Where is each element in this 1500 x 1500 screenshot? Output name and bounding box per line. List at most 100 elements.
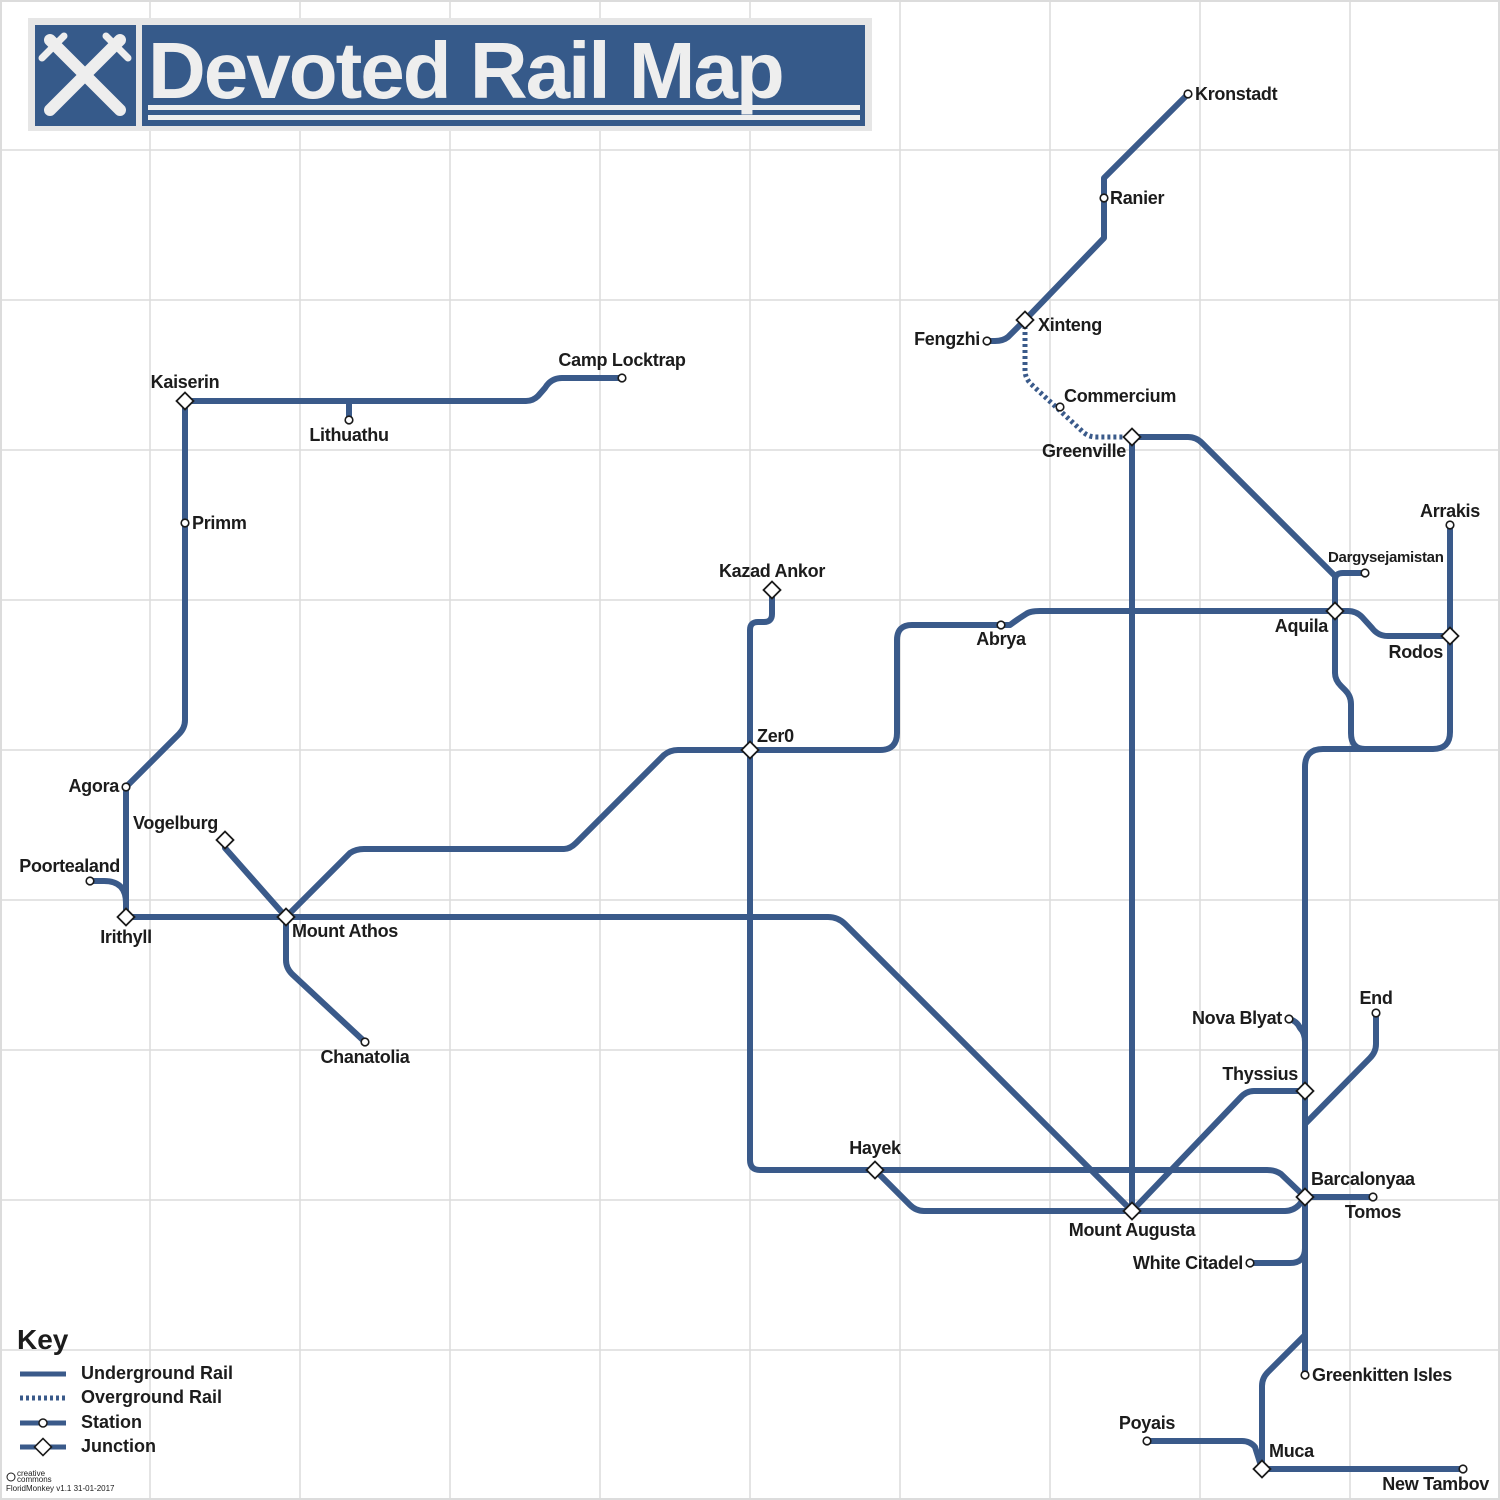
- station-poyais-marker[interactable]: [1142, 1436, 1152, 1446]
- track-xinteng-fengzhi: [984, 317, 1028, 344]
- station-label: Fengzhi: [914, 329, 980, 349]
- track-mount-athos-mount-augusta: [283, 914, 1135, 1214]
- track-kronstadt-xinteng: [1022, 91, 1191, 323]
- track-hayek-barcalonyaa-north: [872, 1167, 1308, 1200]
- station-label: Vogelburg: [133, 813, 218, 833]
- station-fengzhi-marker[interactable]: [982, 336, 992, 346]
- station-ranier-marker[interactable]: [1099, 193, 1109, 203]
- track-poyais-muca: [1144, 1438, 1265, 1472]
- legend-label: Junction: [81, 1436, 156, 1456]
- junction-barcalonyaa-marker[interactable]: [1295, 1187, 1315, 1207]
- station-label: Commercium: [1064, 386, 1176, 406]
- station-label: Tomos: [1345, 1202, 1401, 1222]
- station-kronstadt-marker[interactable]: [1183, 89, 1193, 99]
- junctions: [116, 310, 1460, 1479]
- station-label: Agora: [68, 776, 120, 796]
- junction-mount-athos-marker[interactable]: [276, 907, 296, 927]
- station-agora-marker[interactable]: [121, 782, 131, 792]
- station-new-tambov-marker[interactable]: [1458, 1464, 1468, 1474]
- station-lithuathu-marker[interactable]: [344, 415, 354, 425]
- track-aquila-branch: [1332, 608, 1368, 752]
- station-chanatolia-marker[interactable]: [360, 1037, 370, 1047]
- legend-label: Overground Rail: [81, 1387, 222, 1407]
- title-banner: Devoted Rail Map: [28, 18, 872, 131]
- junction-thyssius-marker[interactable]: [1295, 1081, 1315, 1101]
- station-primm-marker[interactable]: [180, 518, 190, 528]
- station-label: Arrakis: [1420, 501, 1480, 521]
- junction-xinteng-marker[interactable]: [1015, 310, 1035, 330]
- station-label: Muca: [1269, 1441, 1315, 1461]
- station-label: Greenkitten Isles: [1312, 1365, 1452, 1385]
- author-credit: FloridMonkey v1.1 31-01-2017: [6, 1484, 115, 1493]
- station-labels: Kronstadt Ranier Xinteng Fengzhi Commerc…: [19, 84, 1489, 1494]
- credit-block: creative commons FloridMonkey v1.1 31-01…: [6, 1469, 115, 1493]
- map-legend: Key Underground Rail Overground Rail Sta…: [17, 1324, 233, 1457]
- station-label: White Citadel: [1133, 1253, 1243, 1273]
- station-label: Poortealand: [19, 856, 120, 876]
- station-poortealand-marker[interactable]: [85, 876, 95, 886]
- station-label: Thyssius: [1222, 1064, 1298, 1084]
- station-arrakis-marker[interactable]: [1445, 520, 1455, 530]
- station-label: Irithyll: [100, 927, 152, 947]
- creative-commons-icon: [6, 1472, 16, 1482]
- station-tomos-marker[interactable]: [1368, 1192, 1378, 1202]
- track-kazad-ankor-hayek: [747, 587, 878, 1173]
- station-label: Mount Athos: [292, 921, 398, 941]
- track-augusta-thyssius: [1129, 1088, 1308, 1214]
- station-label: Ranier: [1110, 188, 1165, 208]
- station-label: Rodos: [1389, 642, 1444, 662]
- junction-aquila-marker[interactable]: [1325, 601, 1345, 621]
- station-label: Poyais: [1119, 1413, 1176, 1433]
- station-label: Hayek: [849, 1138, 902, 1158]
- legend-label: Station: [81, 1412, 142, 1432]
- junction-irithyll-marker[interactable]: [116, 907, 136, 927]
- station-greenkitten-isles-marker[interactable]: [1300, 1370, 1310, 1380]
- station-white-citadel-marker[interactable]: [1245, 1258, 1255, 1268]
- station-label: Kaiserin: [151, 372, 220, 392]
- station-label: Kronstadt: [1195, 84, 1278, 104]
- station-label: Lithuathu: [309, 425, 388, 445]
- stations: [85, 89, 1468, 1474]
- station-label: Barcalonyaa: [1311, 1169, 1416, 1189]
- track-vogelburg-mount-athos: [222, 837, 289, 920]
- junction-muca-marker[interactable]: [1252, 1459, 1272, 1479]
- junction-zer0-marker[interactable]: [740, 740, 760, 760]
- underground-tracks: [87, 91, 1466, 1472]
- station-commercium-marker[interactable]: [1055, 402, 1065, 412]
- station-label: Mount Augusta: [1069, 1220, 1197, 1240]
- junction-vogelburg-marker[interactable]: [215, 830, 235, 850]
- station-camp-locktrap-marker[interactable]: [617, 373, 627, 383]
- legend-title: Key: [17, 1324, 69, 1355]
- track-greenville-aquila: [1129, 434, 1338, 614]
- station-nova-blyat-marker[interactable]: [1284, 1014, 1294, 1024]
- station-dargysejamistan-marker[interactable]: [1360, 568, 1370, 578]
- track-end-thyssius: [1302, 1010, 1379, 1127]
- track-kaiserin-camp-locktrap: [182, 375, 625, 404]
- junction-rodos-marker[interactable]: [1440, 626, 1460, 646]
- station-label: Dargysejamistan: [1328, 549, 1444, 566]
- junction-kazad-ankor-marker[interactable]: [762, 580, 782, 600]
- track-mount-athos-zer0: [283, 747, 753, 920]
- junction-hayek-marker[interactable]: [865, 1160, 885, 1180]
- page-title: Devoted Rail Map: [148, 26, 783, 115]
- station-label: Greenville: [1042, 441, 1126, 461]
- station-label: New Tambov: [1382, 1474, 1489, 1494]
- station-label: Kazad Ankor: [719, 561, 825, 581]
- station-label: End: [1359, 988, 1392, 1008]
- station-abrya-marker[interactable]: [996, 620, 1006, 630]
- station-label: Nova Blyat: [1192, 1008, 1282, 1028]
- station-label: Camp Locktrap: [558, 350, 685, 370]
- track-aquila-rodos: [1332, 608, 1453, 639]
- junction-kaiserin-marker[interactable]: [175, 391, 195, 411]
- station-end-marker[interactable]: [1371, 1008, 1381, 1018]
- junction-mount-augusta-marker[interactable]: [1122, 1201, 1142, 1221]
- crossed-swords-icon: [38, 32, 132, 116]
- track-dargysejamistan-spur: [1332, 570, 1368, 583]
- license-line-1: creative: [17, 1469, 46, 1478]
- legend-station-icon: [38, 1418, 48, 1428]
- legend-junction-icon: [33, 1437, 53, 1457]
- track-arrakis-rodos: [1302, 522, 1453, 1200]
- track-zer0-aquila: [747, 608, 1338, 753]
- junction-greenville-marker[interactable]: [1122, 427, 1142, 447]
